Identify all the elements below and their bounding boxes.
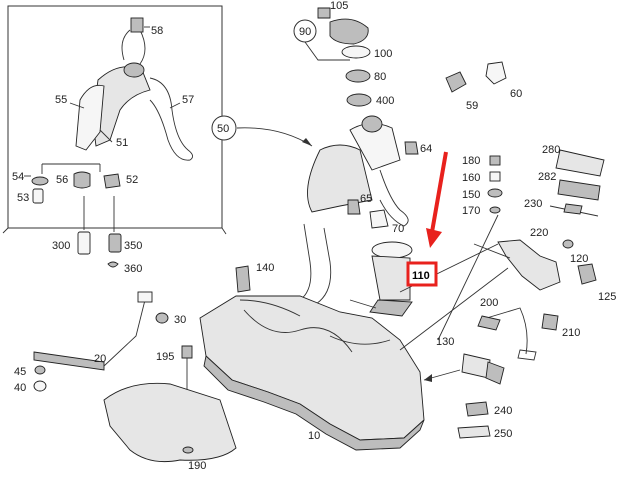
part-30 xyxy=(155,312,169,324)
callout-10: 10 xyxy=(308,430,320,442)
callout-300: 300 xyxy=(52,240,70,252)
callout-282: 282 xyxy=(538,171,556,183)
callout-130: 130 xyxy=(436,336,454,348)
callout-100: 100 xyxy=(374,48,392,60)
part-59 xyxy=(445,71,467,93)
callout-230: 230 xyxy=(524,198,542,210)
part-20 xyxy=(33,351,105,371)
callout-56: 56 xyxy=(56,174,68,186)
part-65 xyxy=(347,199,361,215)
part-140 xyxy=(235,265,251,293)
part-230 xyxy=(563,203,583,215)
callout-59: 59 xyxy=(466,100,478,112)
callout-125: 125 xyxy=(598,291,616,303)
part-400 xyxy=(346,93,372,107)
callout-52: 52 xyxy=(126,174,138,186)
callout-170: 170 xyxy=(462,205,480,217)
part-90 xyxy=(329,18,369,45)
callout-54: 54 xyxy=(12,171,24,183)
callout-90: 90 xyxy=(299,26,311,38)
callout-200: 200 xyxy=(480,297,498,309)
part-160 xyxy=(489,171,501,182)
part-240 xyxy=(465,401,489,417)
part-105 xyxy=(317,7,331,19)
part-58 xyxy=(130,17,144,33)
highlight-box-110 xyxy=(406,261,438,287)
callout-250: 250 xyxy=(494,428,512,440)
part-190 xyxy=(103,382,237,463)
part-56 xyxy=(73,171,91,189)
callout-110: 110 xyxy=(412,270,430,282)
part-282 xyxy=(557,179,601,201)
part-130-fuel-filter xyxy=(461,353,505,385)
part-70 xyxy=(369,209,389,229)
part-53 xyxy=(32,188,44,204)
part-54 xyxy=(31,176,49,186)
callout-circle-50 xyxy=(211,115,237,141)
callout-360: 360 xyxy=(124,263,142,275)
callout-55: 55 xyxy=(55,94,67,106)
part-40 xyxy=(33,380,47,392)
callout-80: 80 xyxy=(374,71,386,83)
part-210 xyxy=(541,313,559,331)
part-180 xyxy=(489,155,501,166)
part-60 xyxy=(485,61,507,85)
part-52 xyxy=(103,173,121,189)
filler-neck-main xyxy=(307,115,409,227)
callout-180: 180 xyxy=(462,155,480,167)
callout-58: 58 xyxy=(151,25,163,37)
callout-53: 53 xyxy=(17,192,29,204)
highlight-arrow xyxy=(426,151,448,248)
part-170 xyxy=(489,206,501,214)
callout-190: 190 xyxy=(188,460,206,472)
part-120 xyxy=(473,239,561,291)
part-250 xyxy=(457,425,491,439)
part-300 xyxy=(77,231,91,255)
callout-140: 140 xyxy=(256,262,274,274)
part-100 xyxy=(341,45,371,59)
callout-280: 280 xyxy=(542,144,560,156)
part-195 xyxy=(181,345,193,359)
callout-20: 20 xyxy=(94,353,106,365)
callout-51: 51 xyxy=(116,137,128,149)
callout-64: 64 xyxy=(420,143,432,155)
callout-45: 45 xyxy=(14,366,26,378)
part-80 xyxy=(345,69,371,83)
callout-150: 150 xyxy=(462,189,480,201)
fuel-tank xyxy=(199,295,425,451)
callout-210: 210 xyxy=(562,327,580,339)
callout-400: 400 xyxy=(376,95,394,107)
callout-70: 70 xyxy=(392,223,404,235)
part-350 xyxy=(108,233,122,253)
filler-neck-assembly xyxy=(75,29,193,161)
part-64 xyxy=(404,141,419,155)
callout-220: 220 xyxy=(530,227,548,239)
callout-50: 50 xyxy=(217,123,229,135)
part-200 xyxy=(477,315,501,331)
callout-160: 160 xyxy=(462,172,480,184)
callout-40: 40 xyxy=(14,382,26,394)
callout-105: 105 xyxy=(330,0,348,12)
part-360 xyxy=(107,261,119,268)
callout-57: 57 xyxy=(182,94,194,106)
callout-195: 195 xyxy=(156,351,174,363)
callout-350: 350 xyxy=(124,240,142,252)
part-280 xyxy=(555,149,605,177)
callout-30: 30 xyxy=(174,314,186,326)
callout-120: 120 xyxy=(570,253,588,265)
callout-240: 240 xyxy=(494,405,512,417)
callout-60: 60 xyxy=(510,88,522,100)
part-125 xyxy=(577,263,597,285)
callout-65: 65 xyxy=(360,193,372,205)
fuel-pump xyxy=(349,241,413,317)
part-220 xyxy=(562,239,574,249)
part-150 xyxy=(487,188,503,198)
part-45 xyxy=(34,365,46,375)
